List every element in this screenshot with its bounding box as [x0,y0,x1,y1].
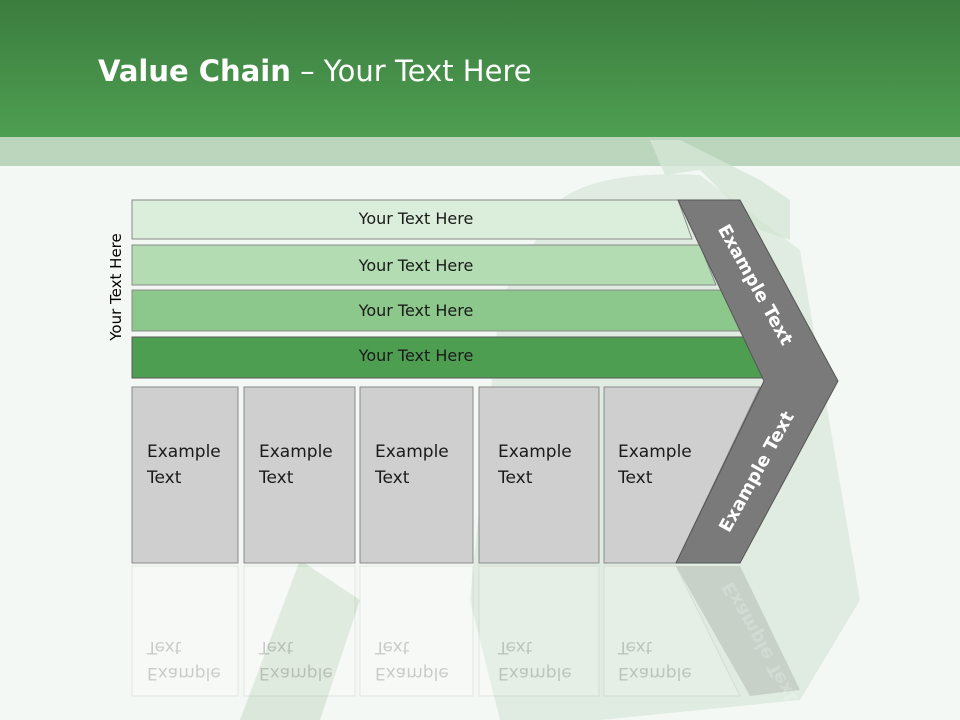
column-4 [478,386,600,564]
column-2 [243,386,356,564]
slide-title: Value Chain – Your Text Here [98,54,532,88]
bar-4-label: Your Text Here [358,346,474,365]
bar-3-label: Your Text Here [358,301,474,320]
header-stripe [0,137,960,166]
column-3-reflection: Example Text [375,637,449,683]
bar-1 [131,199,693,240]
chevron-arrow [675,199,839,564]
column-1-reflection: Example Text [147,637,221,683]
side-label: Your Text Here [107,233,125,341]
title-rest: – Your Text Here [290,54,532,88]
header-banner [0,0,960,137]
column-5-label: Example Text [618,442,692,488]
reflection [131,565,800,697]
column-4-label: Example Text [498,442,572,488]
title-bold: Value Chain [98,54,291,88]
bar-2-label: Your Text Here [358,256,474,275]
column-5-reflection: Example Text [618,637,692,683]
bar-2 [131,244,717,286]
column-2-reflection: Example Text [259,637,333,683]
column-3 [359,386,474,564]
column-4-reflection: Example Text [498,637,572,683]
column-2-label: Example Text [259,442,333,488]
bar-1-label: Your Text Here [358,209,474,228]
column-3-label: Example Text [375,442,449,488]
column-1-label: Example Text [147,442,221,488]
column-1 [131,386,239,564]
